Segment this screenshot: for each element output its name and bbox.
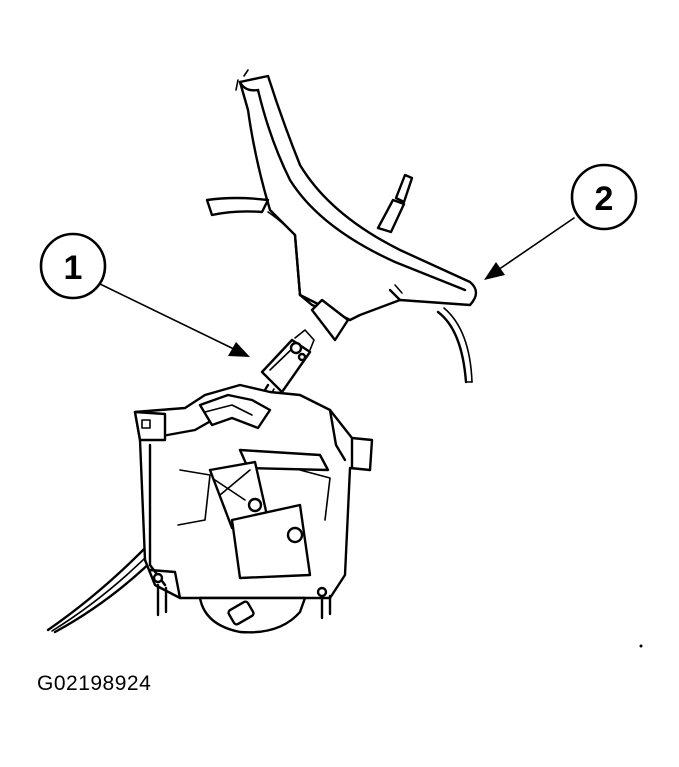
bezel-wire bbox=[436, 310, 468, 384]
leader-arrow-1 bbox=[99, 283, 250, 357]
callout-1: 1 bbox=[39, 232, 107, 300]
callout-2-label: 2 bbox=[595, 180, 614, 218]
wiring-connector bbox=[260, 329, 315, 394]
left-trim-piece bbox=[205, 196, 270, 217]
leader-arrow-2 bbox=[484, 217, 575, 280]
callout-2: 2 bbox=[570, 163, 638, 231]
shift-lever-shaft bbox=[310, 173, 414, 342]
shifter-base-assembly bbox=[133, 383, 374, 634]
figure-id: G02198924 bbox=[37, 672, 152, 695]
shift-lever-bezel bbox=[235, 69, 478, 322]
stray-dot bbox=[639, 644, 643, 648]
callout-1-label: 1 bbox=[64, 249, 83, 287]
